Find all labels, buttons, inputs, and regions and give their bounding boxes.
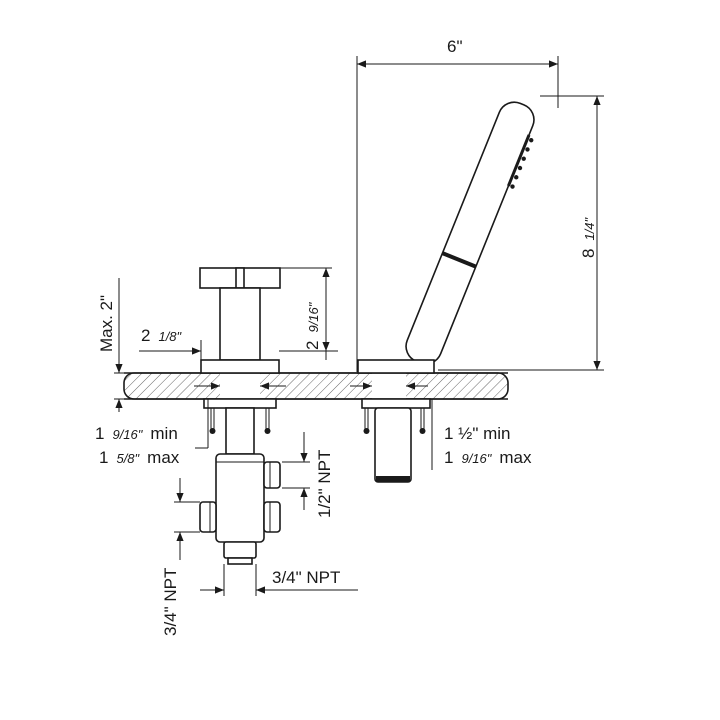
label-left-hole-min: 1 9/16" min <box>95 424 178 443</box>
label-left-hole-max: 1 5/8" max <box>99 448 180 467</box>
label-height-2-9-16: 2 9/16" <box>303 301 322 350</box>
label-right-hole-max: 1 9/16" max <box>444 448 532 467</box>
label-npt-three-quarter-horizontal: 3/4" NPT <box>272 568 340 587</box>
hand-shower <box>357 101 535 483</box>
label-npt-half: 1/2" NPT <box>315 450 334 518</box>
label-npt-three-quarter-vertical: 3/4" NPT <box>161 568 180 636</box>
mounting-pins-left <box>209 408 271 434</box>
label-max-2: Max. 2" <box>97 295 116 352</box>
dimension-lines <box>114 56 604 596</box>
mounting-pins-right <box>363 408 426 434</box>
label-height-8-1-4: 8 1/4" <box>579 216 598 258</box>
cross-handle-valve <box>199 267 281 565</box>
label-spread-2-1-8: 2 1/8" <box>141 326 183 345</box>
label-right-hole-min: 1 ½" min <box>444 424 511 443</box>
label-width-6: 6" <box>447 37 463 56</box>
deck-countertop <box>123 372 509 400</box>
